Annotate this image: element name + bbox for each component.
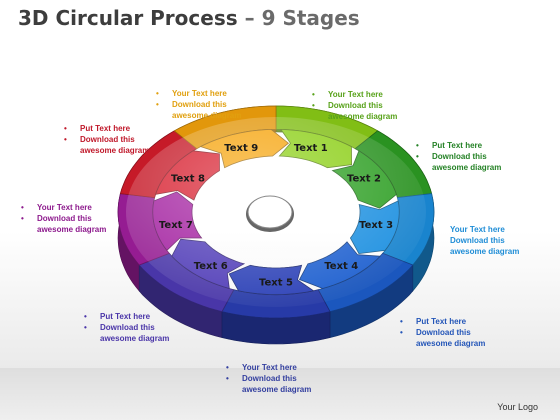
note-line: Download this bbox=[226, 373, 311, 384]
note-line: awesome diagram bbox=[242, 385, 312, 394]
note-stage-9: Your Text here Download this awesome dia… bbox=[156, 88, 241, 121]
note-line: awesome diagram bbox=[37, 225, 107, 234]
title-main: 3D Circular Process bbox=[18, 6, 238, 30]
stage-9-label: Text 9 bbox=[224, 143, 258, 154]
page-title: 3D Circular Process – 9 Stages bbox=[18, 6, 360, 30]
note-stage-5: Your Text here Download this awesome dia… bbox=[226, 362, 311, 395]
note-line: Your Text here bbox=[21, 202, 106, 213]
stage-1-label: Text 1 bbox=[294, 143, 328, 154]
note-line: awesome diagram bbox=[416, 339, 486, 348]
note-line: awesome diagram bbox=[450, 247, 520, 256]
note-line: Download this bbox=[64, 134, 149, 145]
note-line: Download this bbox=[156, 99, 241, 110]
note-line: Put Text here bbox=[84, 311, 169, 322]
note-line: Download this bbox=[84, 322, 169, 333]
stage-6-label: Text 6 bbox=[194, 261, 228, 272]
note-line: awesome diagram bbox=[80, 146, 150, 155]
note-line: awesome diagram bbox=[432, 163, 502, 172]
title-dash: – bbox=[237, 6, 262, 30]
note-stage-3: Your Text here Download this awesome dia… bbox=[450, 224, 519, 257]
stage-3-label: Text 3 bbox=[359, 220, 393, 231]
note-line: Your Text here bbox=[226, 362, 311, 373]
stage-2-label: Text 2 bbox=[347, 173, 381, 184]
note-line: Download this bbox=[312, 100, 397, 111]
stage-5-label: Text 5 bbox=[259, 277, 293, 288]
stage-4-label: Text 4 bbox=[324, 261, 358, 272]
note-line: Download this bbox=[21, 213, 106, 224]
note-stage-6: Put Text here Download this awesome diag… bbox=[84, 311, 169, 344]
note-line: Your Text here bbox=[156, 88, 241, 99]
note-stage-2: Put Text here Download this awesome diag… bbox=[416, 140, 501, 173]
note-line: Put Text here bbox=[64, 123, 149, 134]
wheel-center-hole bbox=[247, 195, 293, 229]
note-stage-8: Put Text here Download this awesome diag… bbox=[64, 123, 149, 156]
note-line: awesome diagram bbox=[100, 334, 170, 343]
note-line: Put Text here bbox=[400, 316, 485, 327]
note-line: Your Text here bbox=[312, 89, 397, 100]
note-line: Download this bbox=[416, 151, 501, 162]
note-line: awesome diagram bbox=[328, 112, 398, 121]
stage-7-label: Text 7 bbox=[159, 220, 193, 231]
stage-8-label: Text 8 bbox=[171, 173, 205, 184]
note-stage-1: Your Text here Download this awesome dia… bbox=[312, 89, 397, 122]
title-sub: 9 Stages bbox=[261, 6, 360, 30]
note-line: Download this bbox=[400, 327, 485, 338]
note-line: Put Text here bbox=[416, 140, 501, 151]
note-line: Your Text here bbox=[450, 225, 505, 234]
note-stage-7: Your Text here Download this awesome dia… bbox=[21, 202, 106, 235]
note-stage-4: Put Text here Download this awesome diag… bbox=[400, 316, 485, 349]
logo-text: Your Logo bbox=[497, 402, 538, 412]
note-line: awesome diagram bbox=[172, 111, 242, 120]
note-line: Download this bbox=[450, 236, 505, 245]
